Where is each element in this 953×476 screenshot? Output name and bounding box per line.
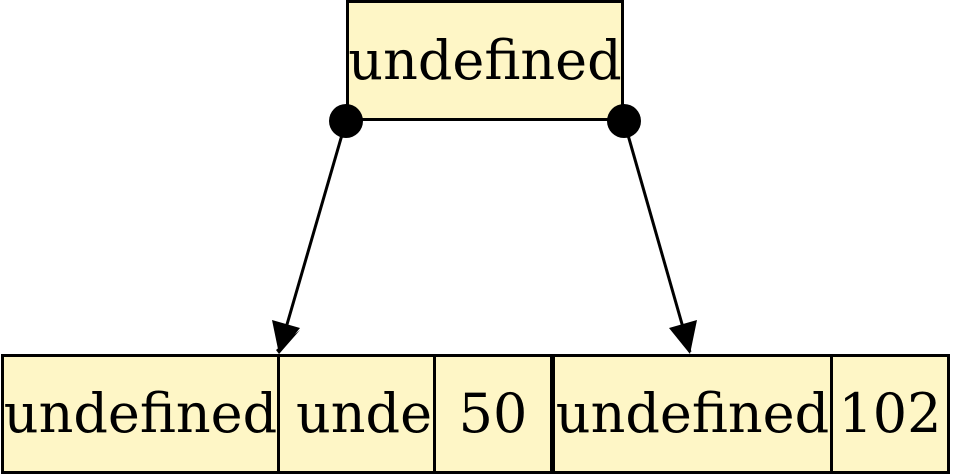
child-node-5: 102: [830, 354, 950, 474]
edge-right: [622, 120, 692, 353]
arrowhead-left-fill-icon: [272, 320, 300, 354]
root-node-label: undefined: [348, 28, 622, 92]
arrowhead-left-icon: [276, 330, 300, 354]
child-node-4: undefined: [552, 354, 833, 474]
root-node: undefined: [346, 0, 624, 121]
child-node-1: undefined: [1, 354, 280, 474]
child-node-4-label: undefined: [555, 382, 830, 445]
child-node-2-label: undefined: [296, 382, 434, 445]
child-node-3: 50: [433, 354, 553, 474]
child-node-1-label: undefined: [3, 382, 278, 445]
child-node-5-label: 102: [838, 382, 942, 445]
child-node-3-label: 50: [458, 382, 528, 445]
arrowhead-right-icon: [669, 320, 697, 354]
child-node-2: undefined: [277, 354, 437, 474]
edge-left: [277, 120, 348, 353]
